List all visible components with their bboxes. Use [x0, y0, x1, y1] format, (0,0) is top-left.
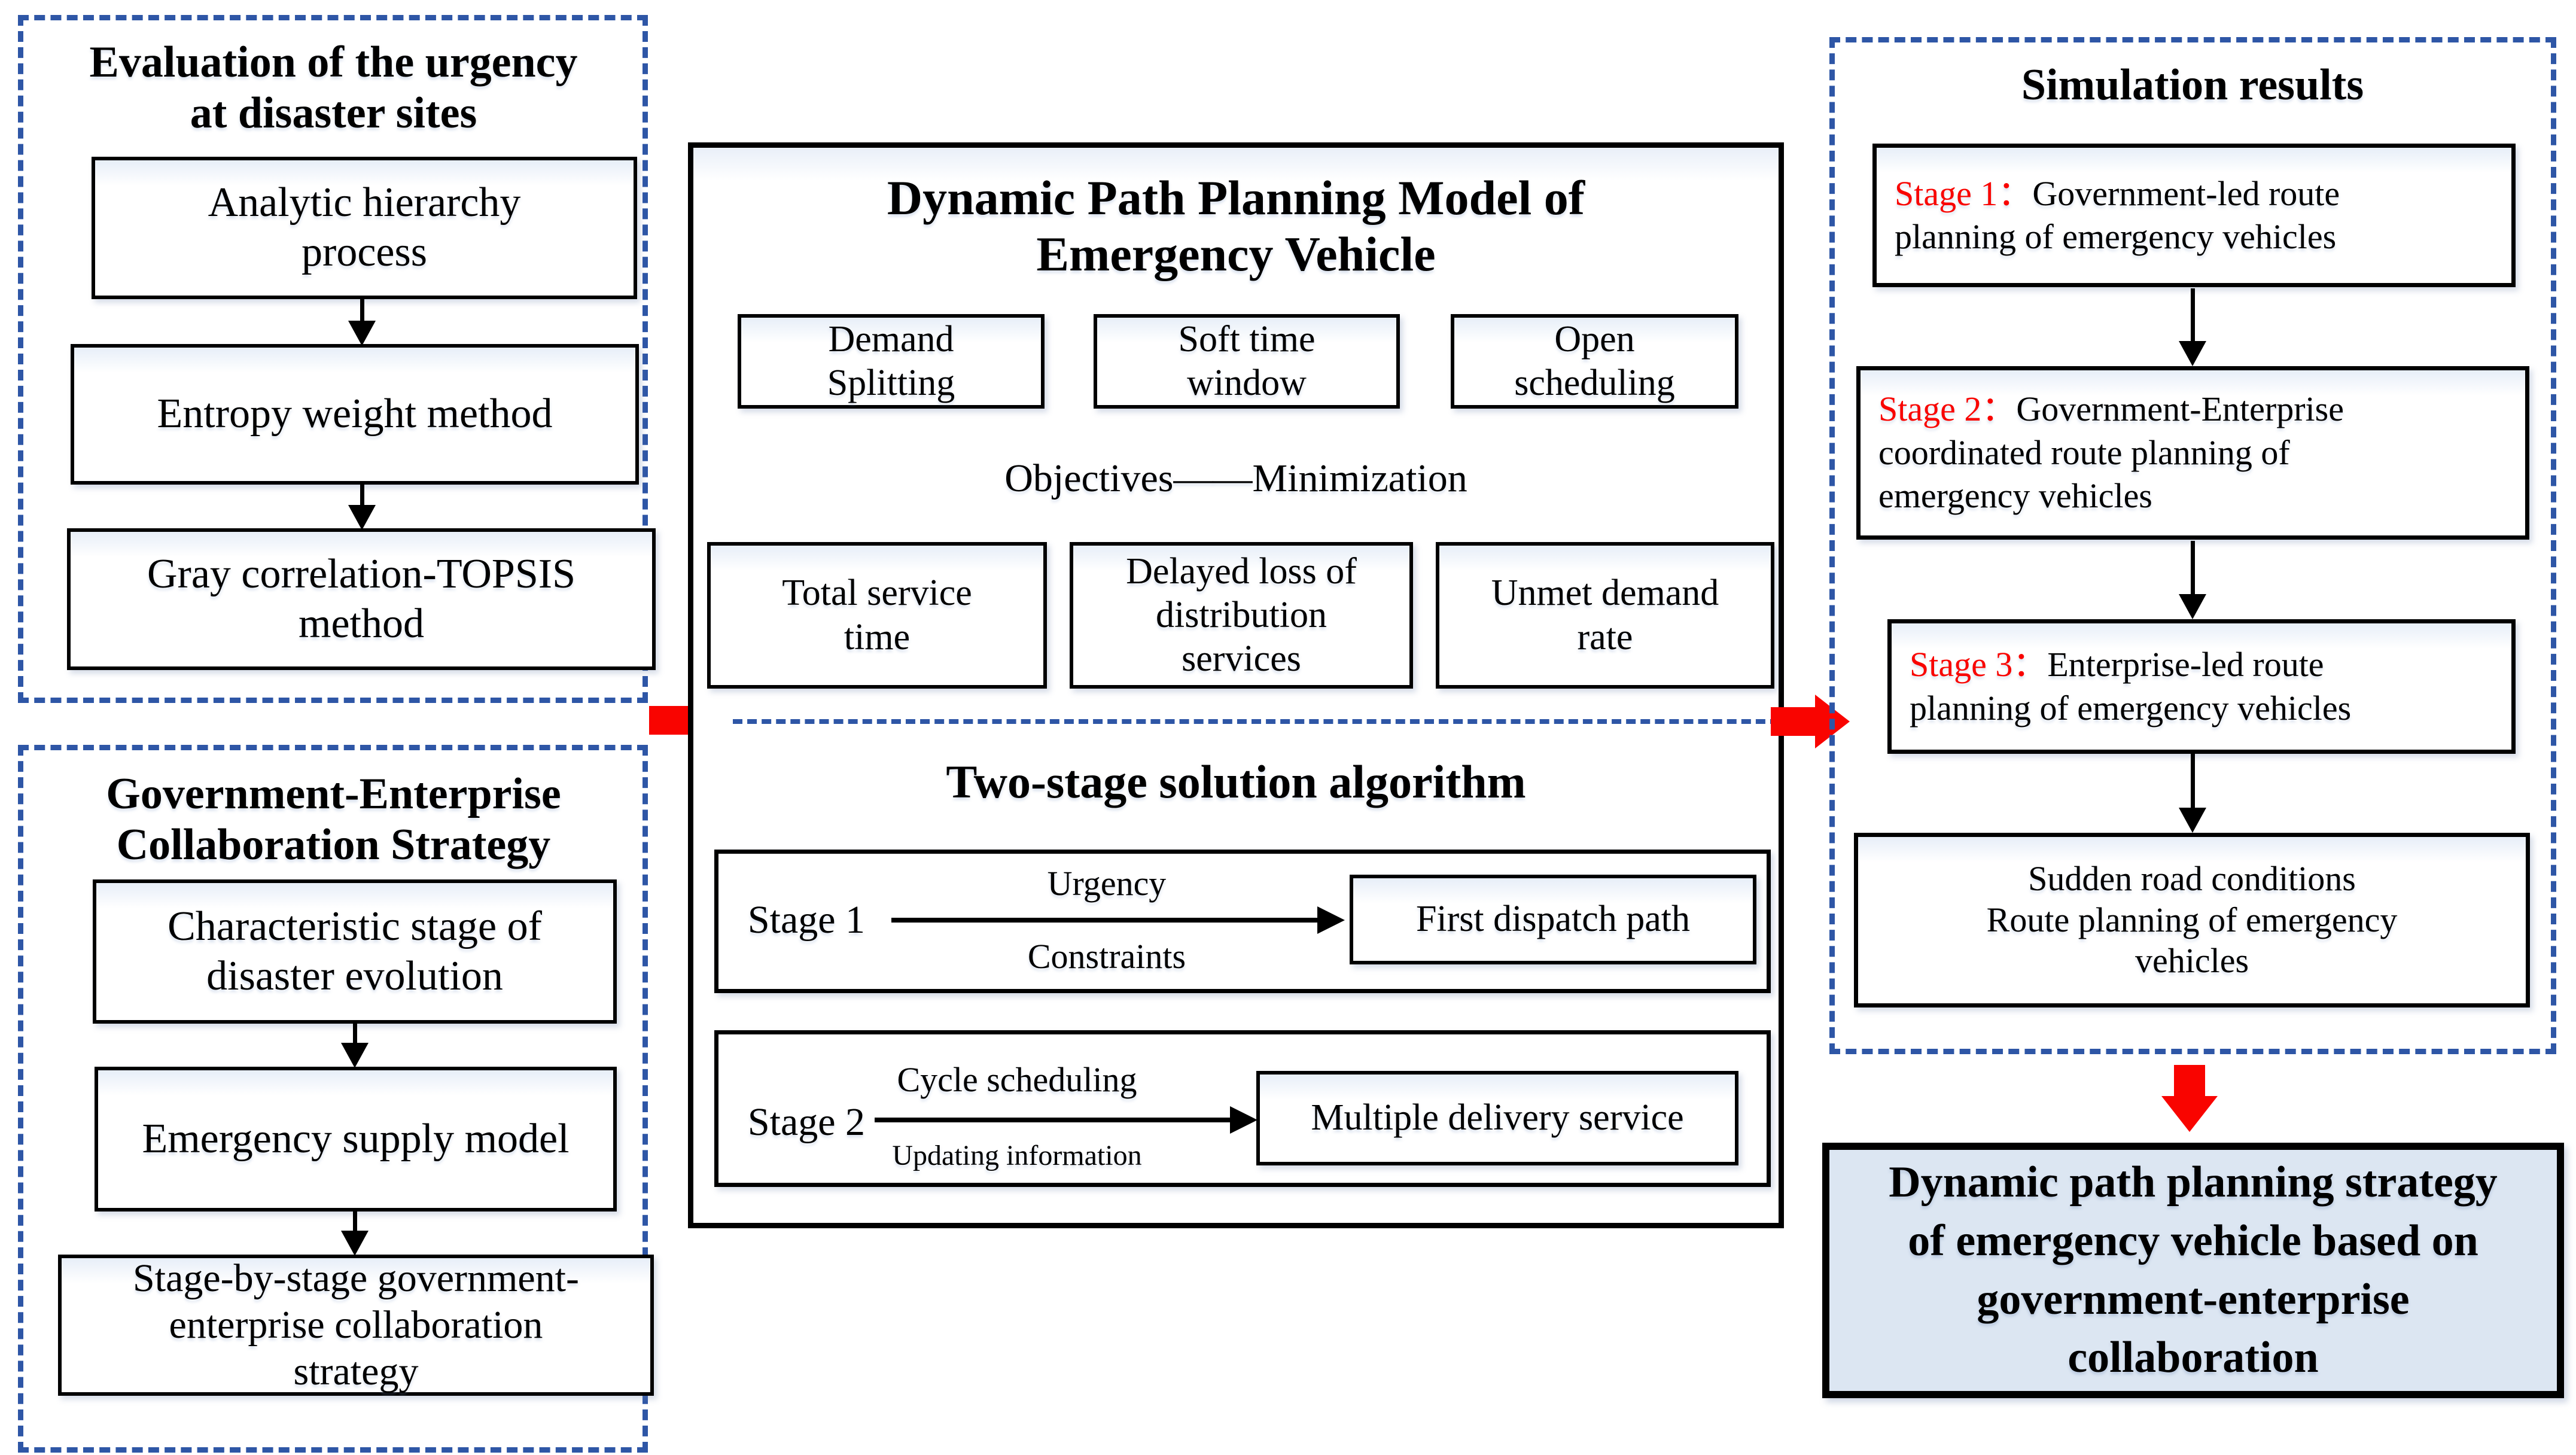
box-sim-stage-1: Stage 1：Government-led route planning of… [1872, 144, 2516, 287]
down-arrow-icon [340, 1022, 369, 1068]
stage2-updating-information-label: Updating information [892, 1140, 1142, 1171]
objectives-minimization-label: Objectives——Minimization [1004, 456, 1467, 500]
stage1-constraints-label: Constraints [1027, 937, 1186, 976]
down-arrow-icon [348, 482, 376, 530]
sim-stage-3-text: Stage 3：Enterprise-led route planning of… [1910, 643, 2351, 730]
box-delayed-loss: Delayed loss of distribution services [1070, 542, 1413, 689]
sim-stage-1-rest: Government-led route planning of emergen… [1895, 173, 2340, 257]
sim-stage-3-rest: Enterprise-led route planning of emergen… [1910, 645, 2352, 728]
model-title: Dynamic Path Planning Model of Emergency… [887, 171, 1585, 282]
sim-stage-2-text: Stage 2：Government-Enterprise coordinate… [1878, 388, 2344, 518]
box-gray-topsis-method: Gray correlation-TOPSIS method [67, 528, 656, 670]
sim-stage-1-red-label: Stage 1： [1895, 173, 2033, 213]
red-arrow-down-icon [2161, 1065, 2218, 1132]
box-first-dispatch-path: First dispatch path [1350, 875, 1756, 964]
down-arrow-icon [2178, 541, 2207, 619]
dashed-divider [733, 719, 1780, 724]
box-soft-time-window: Soft time window [1094, 314, 1400, 409]
sim-stage-3-red-label: Stage 3： [1910, 645, 2048, 684]
box-sudden-road-conditions: Sudden road conditions Route planning of… [1854, 833, 2530, 1007]
stage2-label: Stage 2 [747, 1100, 866, 1144]
down-arrow-icon [2178, 754, 2207, 833]
box-demand-splitting: Demand Splitting [738, 314, 1045, 409]
box-unmet-demand-rate: Unmet demand rate [1436, 542, 1774, 689]
stage1-arrow-icon [891, 918, 1317, 923]
stage1-label: Stage 1 [747, 898, 866, 942]
simulation-results-title: Simulation results [2021, 60, 2364, 109]
stage2-cycle-scheduling-label: Cycle scheduling [897, 1060, 1137, 1099]
box-open-scheduling: Open scheduling [1451, 314, 1738, 409]
box-conclusion: Dynamic path planning strategy of emerge… [1822, 1143, 2564, 1398]
box-sim-stage-2: Stage 2：Government-Enterprise coordinate… [1856, 366, 2529, 540]
panel-simulation-results [1829, 37, 2556, 1054]
algorithm-title: Two-stage solution algorithm [946, 756, 1526, 808]
sim-stage-2-rest: Government-Enterprise coordinated route … [1878, 389, 2344, 516]
stage1-urgency-label: Urgency [1047, 864, 1167, 903]
panel-collaboration-strategy-title: Government-Enterprise Collaboration Stra… [106, 769, 561, 870]
sim-stage-1-text: Stage 1：Government-led route planning of… [1895, 172, 2340, 259]
box-entropy-weight-method: Entropy weight method [71, 344, 639, 485]
box-analytic-hierarchy-process: Analytic hierarchy process [92, 157, 637, 299]
panel-urgency-evaluation-title: Evaluation of the urgency at disaster si… [89, 38, 578, 138]
panel-collaboration-strategy [18, 745, 648, 1453]
down-arrow-icon [340, 1210, 369, 1256]
panel-urgency-evaluation [18, 15, 648, 703]
box-multiple-delivery-service: Multiple delivery service [1256, 1071, 1738, 1165]
box-emergency-supply-model: Emergency supply model [95, 1067, 617, 1212]
down-arrow-icon [2178, 288, 2207, 366]
box-sim-stage-3: Stage 3：Enterprise-led route planning of… [1887, 619, 2516, 754]
box-total-service-time: Total service time [707, 542, 1047, 689]
box-stage-by-stage-strategy: Stage-by-stage government- enterprise co… [58, 1255, 654, 1396]
box-characteristic-stage: Characteristic stage of disaster evoluti… [93, 879, 617, 1024]
stage2-arrow-icon [875, 1118, 1230, 1122]
down-arrow-icon [348, 298, 376, 346]
sim-stage-2-red-label: Stage 2： [1878, 389, 2017, 429]
